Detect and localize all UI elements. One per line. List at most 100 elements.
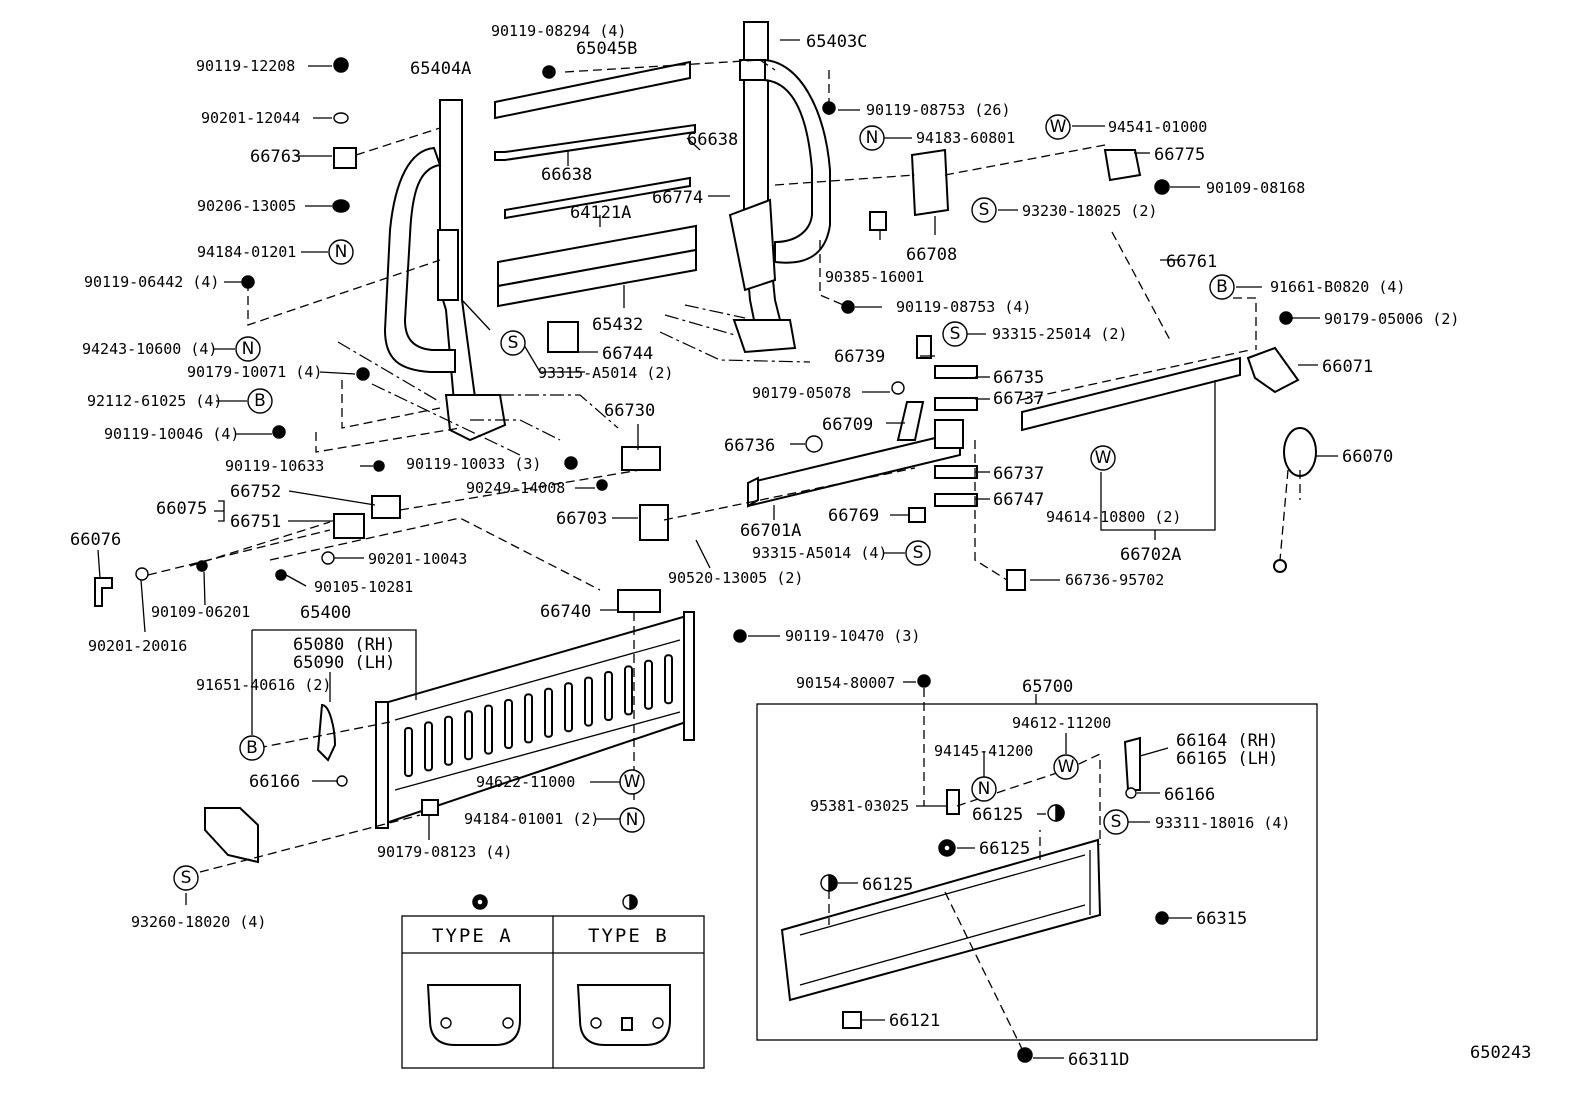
tailgate-rib	[504, 699, 513, 749]
label-90109-06201: 90109-06201	[151, 603, 250, 621]
label-90119-12208: 90119-12208	[196, 57, 295, 75]
tailgate-rib	[524, 693, 533, 744]
label-94184-01001: 94184-01001 (2)	[464, 810, 599, 828]
tailgate-rib	[464, 710, 473, 761]
label-66744: 66744	[602, 344, 653, 364]
label-90179-05006: 90179-05006 (2)	[1324, 310, 1459, 328]
symbol-n-letter: N	[335, 242, 348, 262]
beam-66701a	[747, 430, 961, 508]
tailgate-rib	[424, 721, 433, 772]
symbol-b-letter: B	[254, 391, 266, 411]
label-90179-05078: 90179-05078	[752, 384, 851, 402]
label-94243-10600: 94243-10600 (4)	[82, 340, 217, 358]
label-66735: 66735	[993, 368, 1044, 388]
symbol-s-letter: S	[1111, 812, 1122, 832]
label-66071: 66071	[1322, 357, 1373, 377]
symbol-b-letter: B	[1216, 277, 1228, 297]
tailgate-rib	[624, 665, 633, 716]
label-66165: 66165 (LH)	[1176, 749, 1278, 769]
type-a-header: TYPE A	[432, 925, 513, 947]
label-90249-14008: 90249-14008	[466, 479, 565, 497]
label-90119-10633: 90119-10633	[225, 457, 324, 475]
label-66708: 66708	[906, 245, 957, 265]
label-93315-a5014-a: 93315-A5014 (2)	[538, 364, 673, 382]
label-66737-a: 66737	[993, 389, 1044, 409]
symbol-b-letter: B	[246, 738, 258, 758]
label-94541-01000: 94541-01000	[1108, 118, 1207, 136]
dash-dot-bed-lines	[337, 304, 811, 456]
label-65045b: 65045B	[576, 39, 637, 59]
symbol-w-letter: W	[624, 772, 641, 792]
inset-65700	[756, 703, 1318, 1041]
label-93315-25014: 93315-25014 (2)	[992, 325, 1127, 343]
label-90119-10033: 90119-10033 (3)	[406, 455, 541, 473]
label-66164: 66164 (RH)	[1176, 731, 1278, 751]
symbol-w-letter: W	[1058, 757, 1075, 777]
label-90119-08753-b: 90119-08753 (4)	[896, 298, 1031, 316]
label-90119-08753-a: 90119-08753 (26)	[866, 101, 1011, 119]
label-66125-a: 66125	[972, 805, 1023, 825]
label-66740: 66740	[540, 602, 591, 622]
label-66638-b: 66638	[687, 130, 738, 150]
hoist-66070	[1273, 427, 1317, 573]
label-93260-18020: 93260-18020 (4)	[131, 913, 266, 931]
symbol-n	[328, 239, 354, 265]
label-66730: 66730	[604, 401, 655, 421]
type-b-header: TYPE B	[588, 925, 669, 947]
symbol-w-letter: W	[1095, 448, 1112, 468]
dashed-assembly-lines	[147, 59, 1257, 1056]
label-65700: 65700	[1022, 677, 1073, 697]
label-90179-08123: 90179-08123 (4)	[377, 843, 512, 861]
label-66070: 66070	[1342, 447, 1393, 467]
label-66737-b: 66737	[993, 464, 1044, 484]
label-90119-10046: 90119-10046 (4)	[104, 425, 239, 443]
rear-frame-65403c	[728, 21, 831, 354]
tailgate-rib	[664, 654, 673, 705]
symbol-s-letter: S	[913, 543, 924, 563]
label-91651-40616: 91651-40616 (2)	[196, 676, 331, 694]
label-65090: 65090 (LH)	[293, 653, 395, 673]
fasteners	[94, 57, 1293, 1063]
label-66747: 66747	[993, 490, 1044, 510]
symbol-s-letter: S	[979, 200, 990, 220]
hinge-plate	[204, 807, 259, 864]
symbol-s-letter: S	[508, 333, 519, 353]
symbol-n-letter: N	[626, 810, 639, 830]
label-93230-18025: 93230-18025 (2)	[1022, 202, 1157, 220]
label-94622-11000: 94622-11000	[476, 773, 575, 791]
label-66075: 66075	[156, 499, 207, 519]
label-66701a: 66701A	[740, 521, 801, 541]
leader-lines	[97, 39, 1338, 1059]
label-94614-10800: 94614-10800 (2)	[1046, 508, 1181, 526]
label-66125-b: 66125	[979, 839, 1030, 859]
symbol-n-letter: N	[978, 779, 991, 799]
cross-members	[494, 60, 697, 353]
label-66121: 66121	[889, 1011, 940, 1031]
label-66769: 66769	[828, 506, 879, 526]
label-90179-10071: 90179-10071 (4)	[187, 363, 322, 381]
label-90119-08294: 90119-08294 (4)	[491, 22, 626, 40]
label-66774: 66774	[652, 188, 703, 208]
tailgate-rib	[444, 715, 453, 766]
label-65432: 65432	[592, 315, 643, 335]
tailgate-rib	[644, 659, 653, 710]
symbol-s-letter: S	[181, 868, 192, 888]
label-90206-13005: 90206-13005	[197, 197, 296, 215]
label-90154-80007: 90154-80007	[796, 674, 895, 692]
symbol-n-letter: N	[242, 339, 255, 359]
label-66751: 66751	[230, 512, 281, 532]
rear-frame-65404a	[383, 99, 507, 442]
label-66076: 66076	[70, 530, 121, 550]
label-90119-10470: 90119-10470 (3)	[785, 627, 920, 645]
symbol-markers: N N B B S S W N N W S B S W S W N S	[173, 114, 1235, 891]
label-90105-10281: 90105-10281	[314, 578, 413, 596]
label-94612-11200: 94612-11200	[1012, 714, 1111, 732]
label-66761: 66761	[1166, 252, 1217, 272]
label-66752: 66752	[230, 482, 281, 502]
tailgate-rib	[564, 682, 573, 733]
label-95381-03025: 95381-03025	[810, 797, 909, 815]
part-labels: 90119-08294 (4) 65045B 65403C 90119-1220…	[70, 22, 1531, 1070]
tailgate-rib	[544, 687, 553, 738]
label-66736-95702: 66736-95702	[1065, 571, 1164, 589]
type-table	[401, 894, 705, 1069]
